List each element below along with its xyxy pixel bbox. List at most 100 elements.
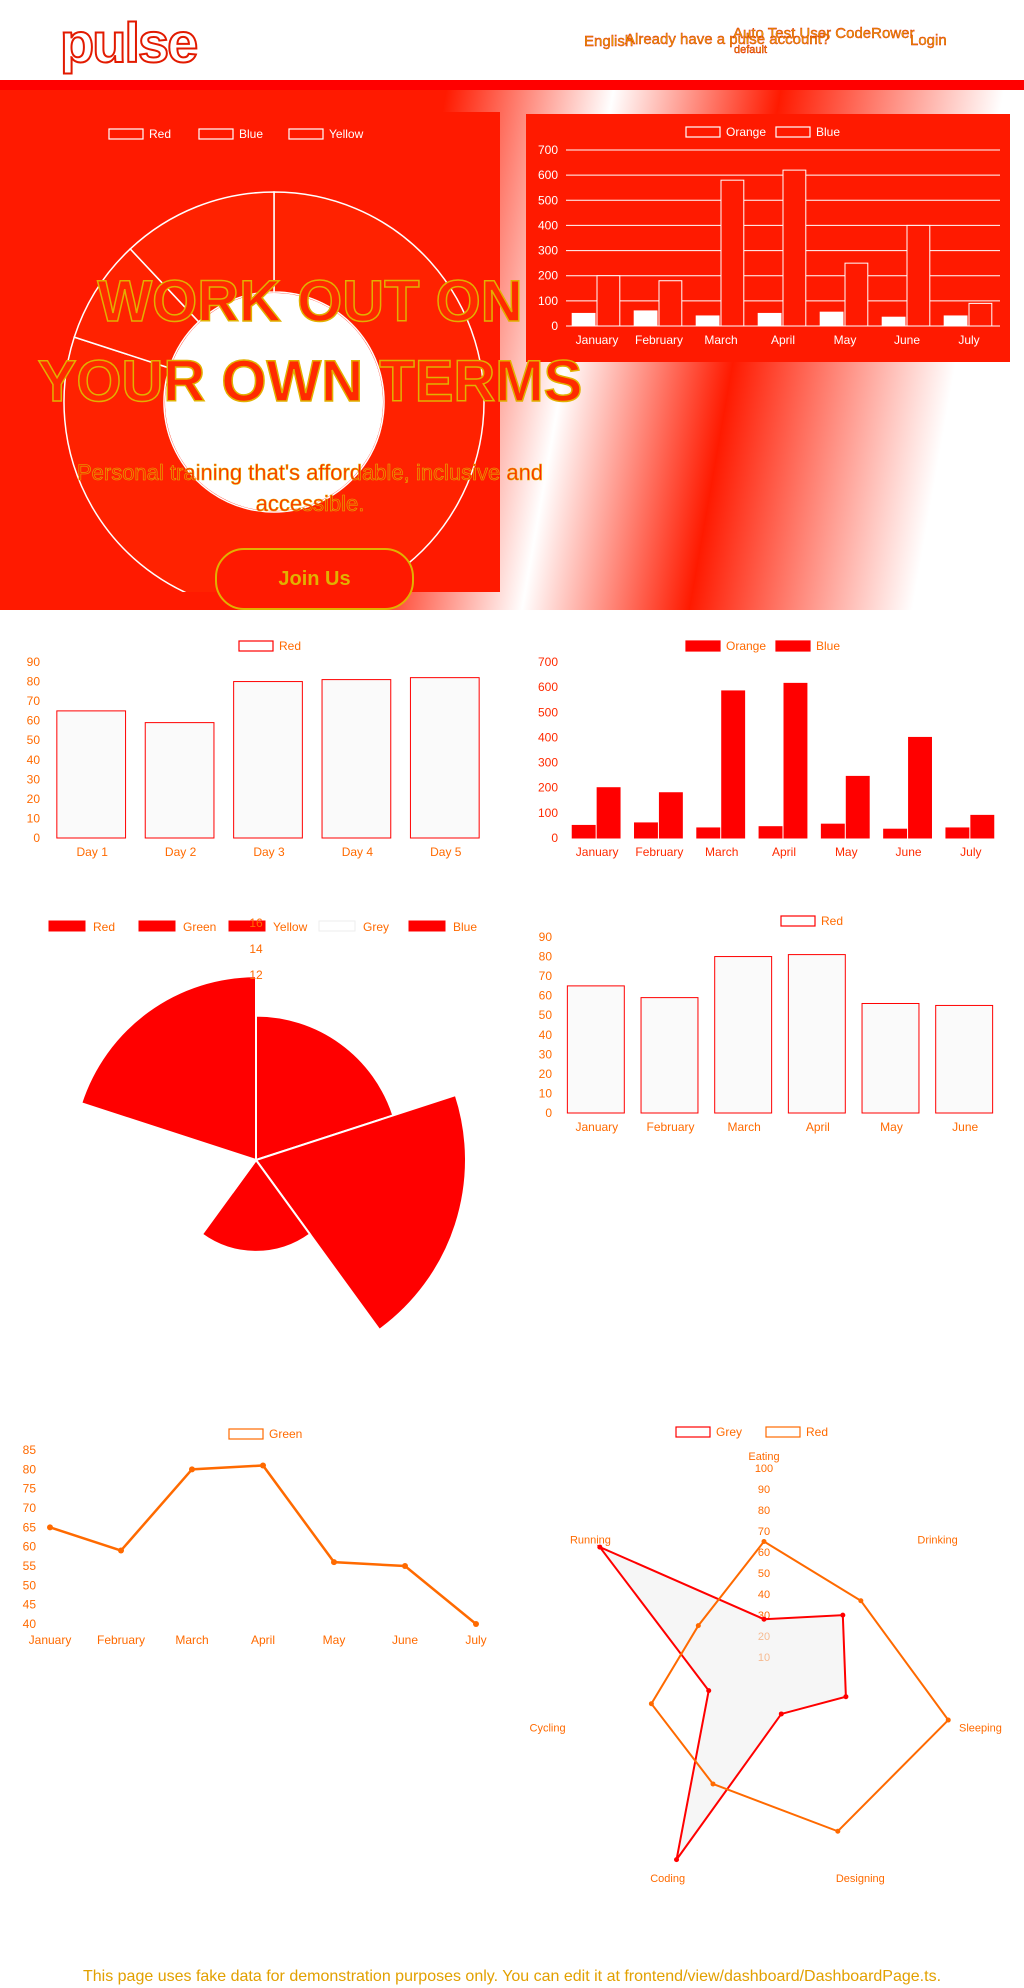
- legend-label: Yellow: [329, 127, 364, 141]
- y-tick-label: 30: [539, 1047, 553, 1061]
- line-point: [402, 1563, 408, 1569]
- bar: [757, 312, 782, 327]
- x-tick-label: March: [175, 1633, 208, 1647]
- bar: [906, 224, 931, 327]
- hero-title-line1: WORK OUT ON: [97, 269, 524, 334]
- y-tick-label: 600: [538, 168, 558, 182]
- footer-note: This page uses fake data for demonstrati…: [82, 1968, 942, 1985]
- x-tick-label: Day 2: [165, 845, 197, 859]
- legend-swatch: [48, 920, 86, 932]
- x-tick-label: May: [880, 1120, 903, 1134]
- x-tick-label: Day 4: [342, 845, 374, 859]
- polar-segment: [200, 1158, 312, 1253]
- y-tick-label: 0: [545, 1106, 552, 1120]
- polar-segment: [215, 1146, 258, 1194]
- y-tick-label: 100: [538, 294, 558, 308]
- radar-point: [648, 1701, 654, 1707]
- bar: [571, 824, 596, 839]
- login-link[interactable]: Login: [910, 32, 947, 49]
- r-tick-label: 100: [755, 1463, 773, 1475]
- x-tick-label: April: [771, 333, 795, 347]
- y-tick-label: 20: [27, 792, 41, 806]
- radar-axis-label: Running: [570, 1535, 611, 1547]
- y-tick-label: 300: [538, 756, 558, 770]
- y-tick-label: 80: [539, 950, 553, 964]
- hero-subtitle: Personal training that's affordable, inc…: [30, 458, 590, 520]
- bar: [968, 302, 993, 327]
- bar: [640, 997, 699, 1114]
- legend-label: Orange: [726, 125, 766, 139]
- x-tick-label: May: [323, 1633, 346, 1647]
- bar: [696, 827, 721, 839]
- legend-label: Red: [149, 127, 171, 141]
- y-tick-label: 70: [23, 1501, 37, 1515]
- r-tick-label: 60: [758, 1547, 770, 1559]
- y-tick-label: 60: [539, 989, 553, 1003]
- y-tick-label: 75: [23, 1482, 37, 1496]
- y-tick-label: 700: [538, 143, 558, 157]
- y-tick-label: 400: [538, 218, 558, 232]
- bar: [321, 679, 392, 839]
- language-selector[interactable]: English: [584, 33, 634, 50]
- radar-series: [650, 1540, 950, 1833]
- line-series: [49, 1464, 477, 1625]
- x-tick-label: April: [251, 1633, 275, 1647]
- bar: [658, 792, 683, 839]
- bar: [883, 828, 908, 839]
- legend-swatch: [228, 1428, 264, 1440]
- radar-point: [778, 1711, 784, 1717]
- bar: [881, 316, 906, 327]
- y-tick-label: 60: [27, 714, 41, 728]
- polar-segment: [254, 1093, 467, 1332]
- radar-point: [843, 1694, 849, 1700]
- y-tick-label: 80: [27, 675, 41, 689]
- y-tick-label: 50: [27, 733, 41, 747]
- legend-label: Yellow: [273, 920, 308, 934]
- pulse-logo[interactable]: pulse: [59, 10, 199, 75]
- y-tick-label: 0: [551, 319, 558, 333]
- x-tick-label: February: [635, 333, 683, 347]
- legend-label: Red: [821, 914, 843, 928]
- y-tick-label: 10: [539, 1086, 553, 1100]
- radar-series: [596, 1544, 847, 1861]
- line-point: [331, 1559, 337, 1566]
- radar-point: [761, 1616, 767, 1622]
- r-tick-label: 70: [758, 1526, 770, 1538]
- line-point: [118, 1547, 124, 1554]
- user-role: default: [734, 44, 768, 56]
- y-tick-label: 300: [538, 244, 558, 258]
- legend-swatch: [238, 640, 274, 652]
- y-tick-label: 500: [538, 705, 558, 719]
- bar: [943, 315, 968, 327]
- y-tick-label: 50: [539, 1008, 553, 1022]
- legend-swatch: [780, 915, 816, 927]
- radar-point: [597, 1544, 603, 1550]
- r-tick-label: 40: [758, 1589, 770, 1601]
- donut-slice: [129, 191, 275, 323]
- radar-point: [695, 1623, 701, 1629]
- bar: [945, 827, 970, 839]
- r-tick-label: 80: [758, 1505, 770, 1517]
- legend-label: Blue: [816, 639, 840, 653]
- legend-label: Blue: [816, 125, 840, 139]
- polar-segment: [79, 975, 257, 1162]
- bar: [409, 677, 480, 839]
- user-name[interactable]: Auto Test User CodeRower: [733, 25, 915, 42]
- join-us-button[interactable]: Join Us: [215, 548, 414, 610]
- bar: [935, 1004, 994, 1114]
- bar: [634, 822, 658, 839]
- x-tick-label: January: [29, 1633, 72, 1647]
- radar-axis-label: Drinking: [917, 1535, 957, 1547]
- bar: [56, 710, 127, 839]
- bar: [633, 310, 658, 327]
- y-tick-label: 85: [23, 1443, 37, 1457]
- y-tick-label: 40: [539, 1028, 553, 1042]
